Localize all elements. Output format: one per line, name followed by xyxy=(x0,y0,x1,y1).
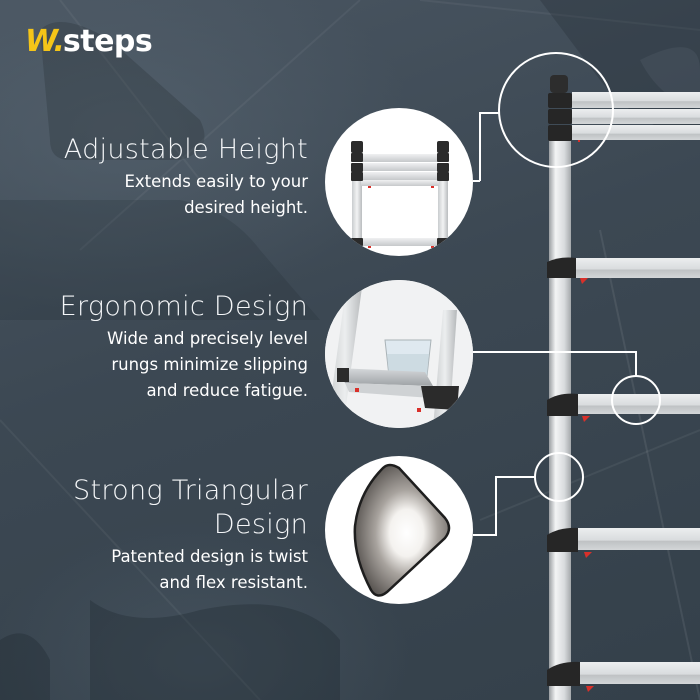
logo-mark: W. xyxy=(25,24,65,59)
brand-logo: W. steps xyxy=(25,24,153,60)
feature-description-line: Extends easily to your xyxy=(124,172,308,191)
feature-strong-triangular-design: Strong Triangular Design Patented design… xyxy=(73,474,308,596)
telescoping-ladder-collapsed-image xyxy=(325,108,473,256)
feature-title: Adjustable Height xyxy=(63,134,308,165)
feature-adjustable-height: Adjustable Height Extends easily to your… xyxy=(64,133,308,221)
feature-description-line: and flex resistant. xyxy=(159,573,308,592)
feature-description-line: Patented design is twist xyxy=(111,547,308,566)
feature-description-line: Wide and precisely level xyxy=(107,329,308,348)
ladder-rung-with-glass-of-water-image xyxy=(325,280,473,428)
feature-title: Ergonomic Design xyxy=(59,291,308,322)
feature-description-line: desired height. xyxy=(184,198,308,217)
logo-text: steps xyxy=(62,24,153,59)
triangular-rail-cross-section-image xyxy=(325,456,473,604)
feature-description-line: and reduce fatigue. xyxy=(146,381,308,400)
feature-description-line: rungs minimize slipping xyxy=(111,355,308,374)
feature-ergonomic-design: Ergonomic Design Wide and precisely leve… xyxy=(60,290,308,404)
feature-title-line: Strong Triangular xyxy=(73,475,308,506)
feature-title-line: Design xyxy=(213,509,308,540)
